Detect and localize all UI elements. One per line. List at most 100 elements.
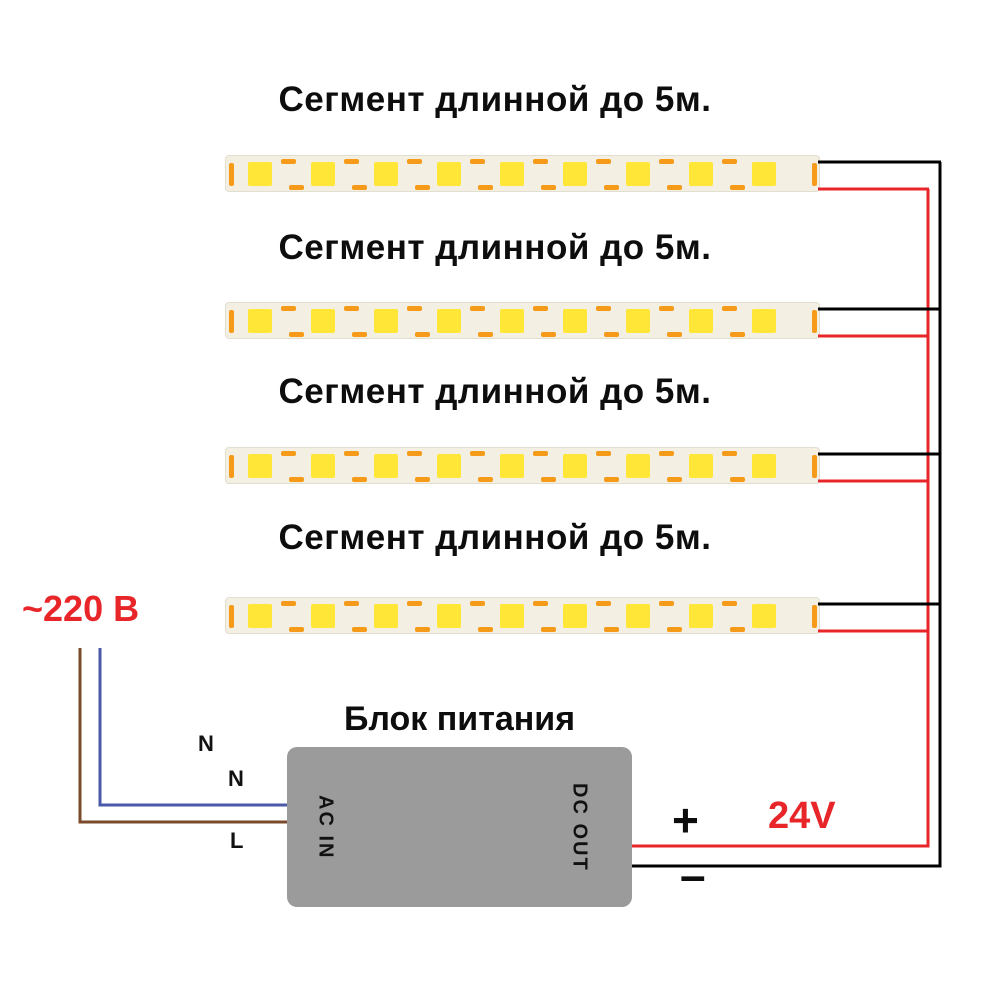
solder-pad [407, 306, 422, 311]
solder-pad [533, 601, 548, 606]
solder-pad [604, 185, 619, 190]
led-chip [500, 162, 524, 186]
solder-pad [604, 332, 619, 337]
solder-pad [415, 332, 430, 337]
led-chip [752, 604, 776, 628]
solder-pad [344, 306, 359, 311]
solder-pad [604, 627, 619, 632]
solder-pad [541, 627, 556, 632]
led-chip [374, 604, 398, 628]
led-strip [225, 447, 820, 484]
solder-pad [229, 310, 234, 333]
solder-pad [667, 332, 682, 337]
led-chip [248, 162, 272, 186]
solder-pad [344, 601, 359, 606]
solder-pad [415, 627, 430, 632]
solder-pad [478, 332, 493, 337]
segment-label-4: Сегмент длинной до 5м. [278, 518, 712, 557]
led-chip [500, 454, 524, 478]
solder-pad [812, 605, 817, 628]
solder-pad [352, 332, 367, 337]
led-chip [563, 162, 587, 186]
solder-pad [229, 163, 234, 186]
solder-pad [722, 306, 737, 311]
solder-pad [812, 163, 817, 186]
line-label: L [230, 828, 244, 853]
solder-pad [659, 451, 674, 456]
solder-pad [667, 627, 682, 632]
solder-pad [478, 627, 493, 632]
solder-pad [667, 477, 682, 482]
dc-out-port: DC OUT [556, 747, 602, 907]
solder-pad [596, 601, 611, 606]
solder-pad [281, 159, 296, 164]
led-chip [689, 309, 713, 333]
segment-label-2: Сегмент длинной до 5м. [278, 228, 712, 267]
solder-pad [722, 451, 737, 456]
solder-pad [344, 451, 359, 456]
solder-pad [470, 306, 485, 311]
solder-pad [289, 332, 304, 337]
led-chip [437, 309, 461, 333]
led-chip [689, 162, 713, 186]
led-chip [311, 454, 335, 478]
solder-pad [667, 185, 682, 190]
line-input-wire [78, 648, 288, 824]
solder-pad [470, 601, 485, 606]
led-chip [374, 162, 398, 186]
led-chip [500, 309, 524, 333]
led-chip [437, 162, 461, 186]
solder-pad [533, 306, 548, 311]
solder-pad [730, 332, 745, 337]
led-chip [626, 604, 650, 628]
solder-pad [229, 605, 234, 628]
solder-pad [730, 627, 745, 632]
solder-pad [415, 477, 430, 482]
solder-pad [541, 185, 556, 190]
led-chip [689, 454, 713, 478]
solder-pad [722, 159, 737, 164]
solder-pad [659, 159, 674, 164]
solder-pad [281, 306, 296, 311]
ac-in-port: AC IN [302, 747, 348, 907]
led-strip [225, 597, 820, 634]
led-chip [248, 309, 272, 333]
power-supply-box [287, 747, 632, 907]
plus-terminal-label: + [672, 794, 699, 846]
led-chip [437, 604, 461, 628]
solder-pad [533, 451, 548, 456]
solder-pad [344, 159, 359, 164]
solder-pad [470, 159, 485, 164]
solder-pad [596, 159, 611, 164]
solder-pad [812, 455, 817, 478]
solder-pad [352, 477, 367, 482]
segment-label-1: Сегмент длинной до 5м. [278, 80, 712, 119]
solder-pad [812, 310, 817, 333]
solder-pad [229, 455, 234, 478]
solder-pad [407, 159, 422, 164]
solder-pad [478, 185, 493, 190]
led-chip [311, 162, 335, 186]
led-chip [752, 162, 776, 186]
led-chip [689, 604, 713, 628]
minus-terminal-label: – [680, 849, 706, 901]
neutral-label-1: N [198, 731, 214, 756]
solder-pad [533, 159, 548, 164]
led-chip [752, 309, 776, 333]
led-chip [437, 454, 461, 478]
solder-pad [541, 332, 556, 337]
led-chip [752, 454, 776, 478]
solder-pad [407, 451, 422, 456]
solder-pad [730, 477, 745, 482]
led-strip [225, 155, 820, 192]
solder-pad [730, 185, 745, 190]
solder-pad [659, 306, 674, 311]
led-chip [374, 309, 398, 333]
solder-pad [596, 451, 611, 456]
led-chip [500, 604, 524, 628]
led-chip [311, 604, 335, 628]
led-chip [248, 454, 272, 478]
led-chip [626, 454, 650, 478]
solder-pad [289, 477, 304, 482]
input-voltage-label: ~220 В [22, 588, 140, 629]
